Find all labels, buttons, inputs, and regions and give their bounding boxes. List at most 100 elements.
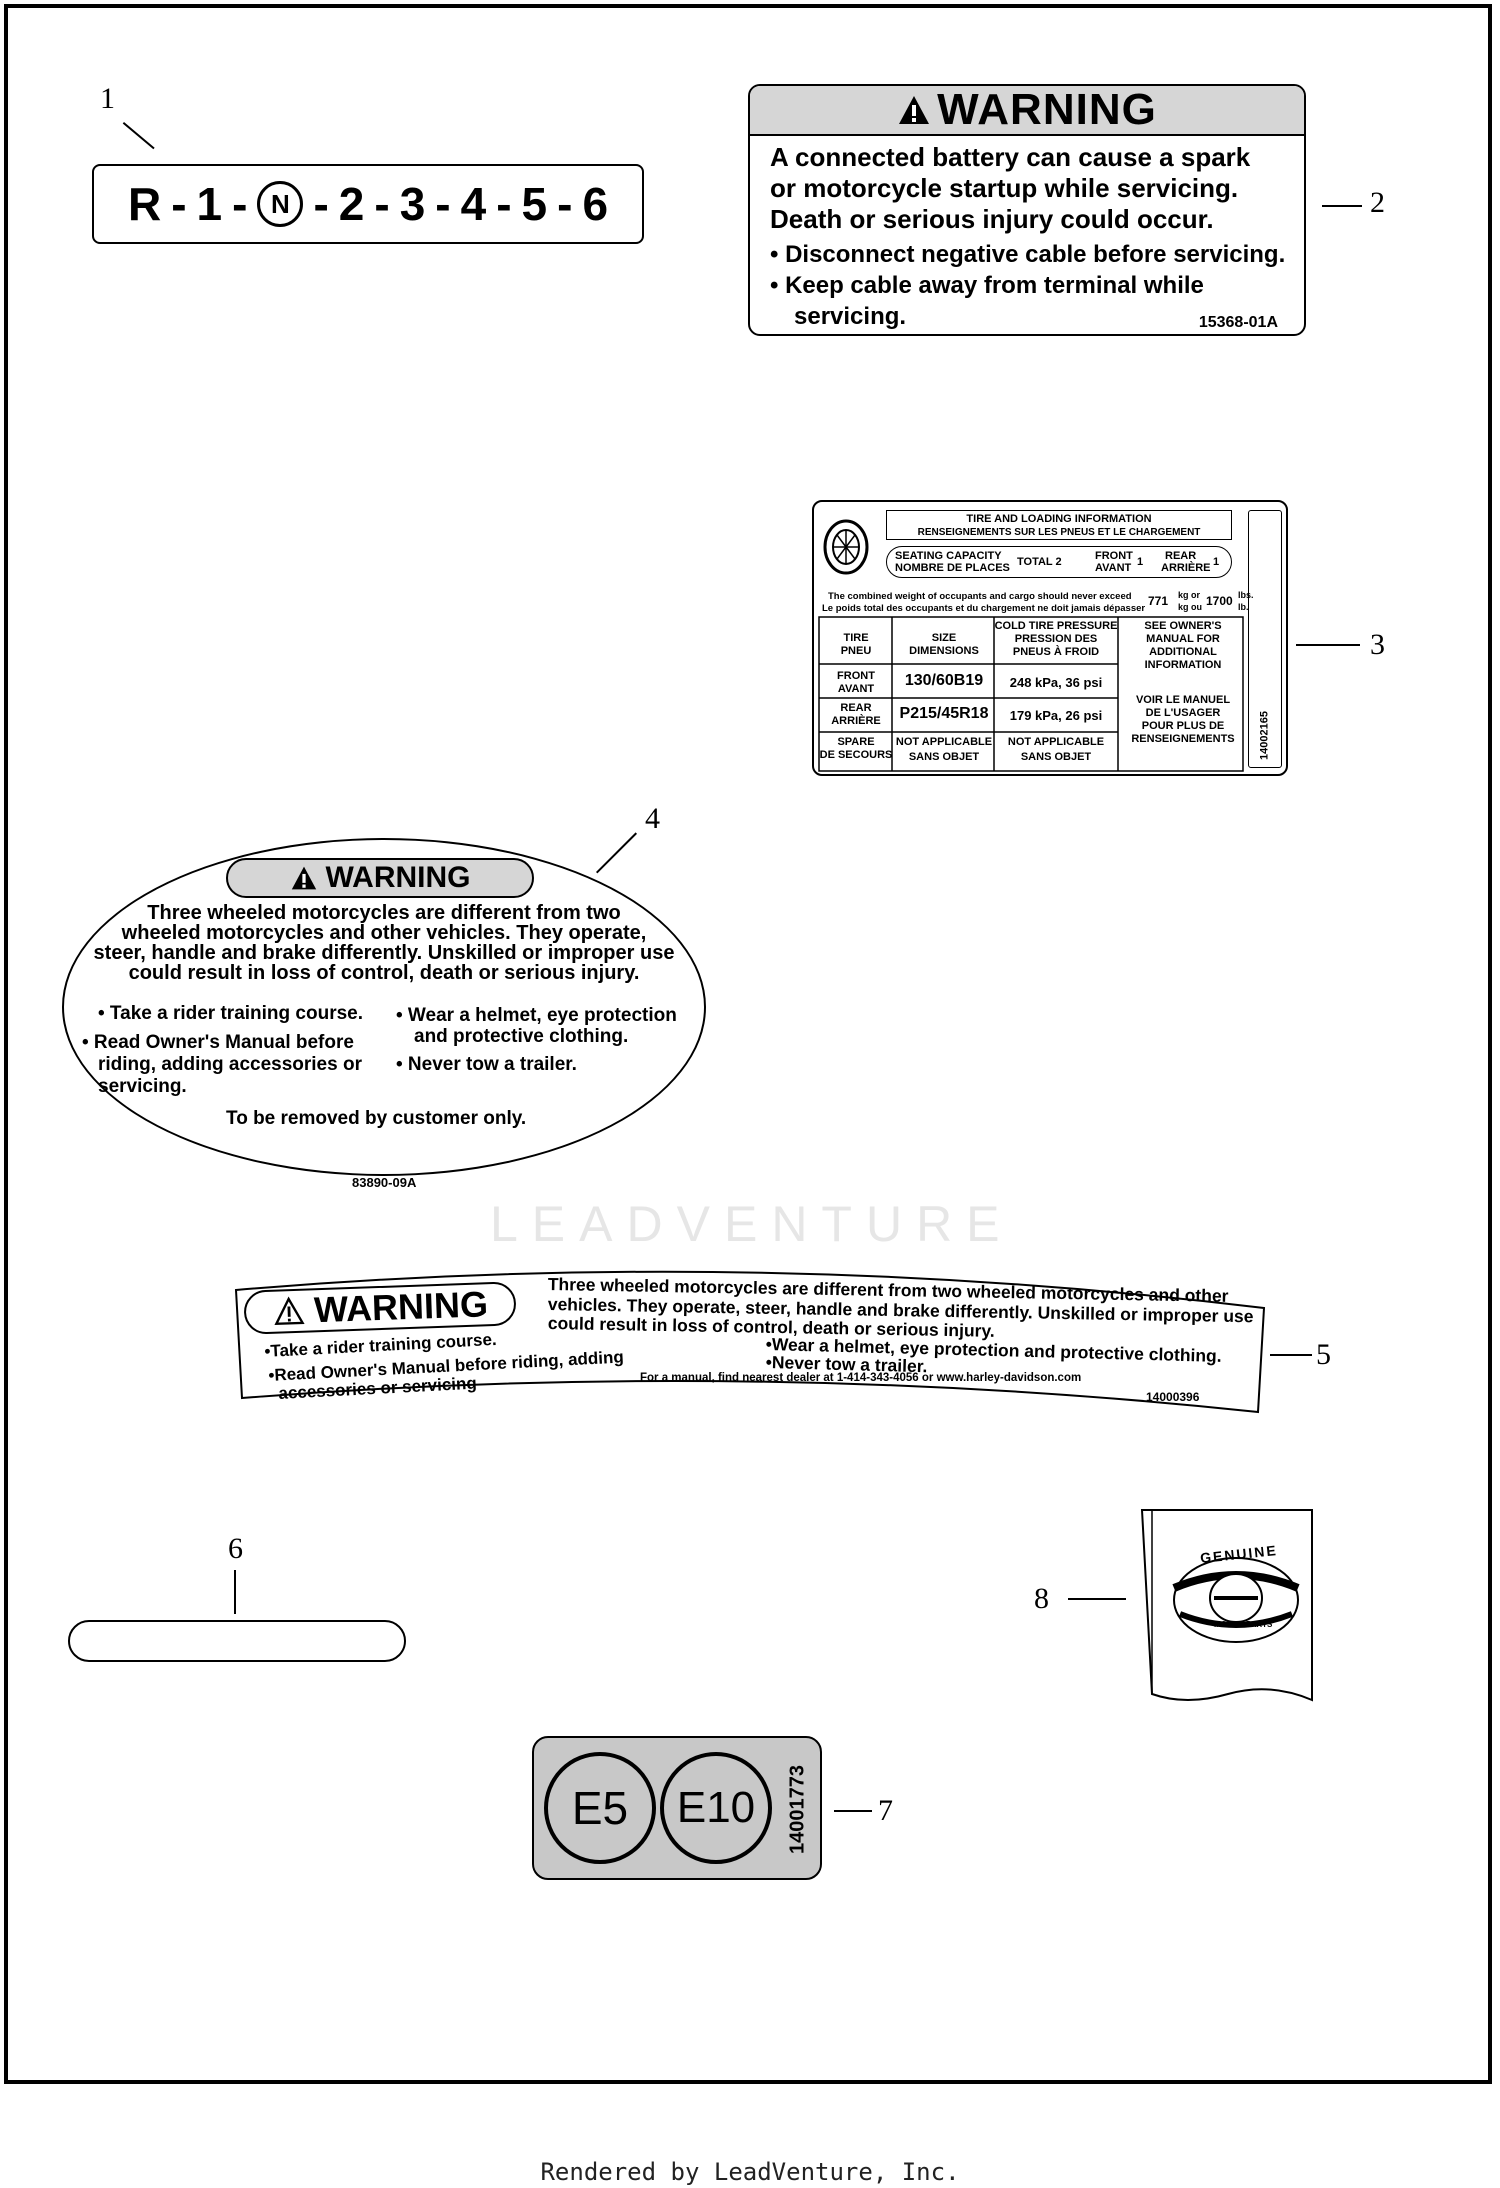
row-front: FRONT — [837, 670, 875, 682]
callout-6: 6 — [228, 1532, 243, 1565]
callout-3: 3 — [1370, 628, 1385, 661]
oval-bullet-left: servicing. — [98, 1076, 187, 1097]
leader-8 — [1068, 1598, 1126, 1600]
owner-fr-line: POUR PLUS DE — [1141, 720, 1225, 732]
col-tire: TIRE — [843, 632, 869, 644]
tire-table-grid — [818, 616, 1244, 772]
callout-4: 4 — [645, 802, 660, 835]
strip-warning-outline — [234, 1270, 1266, 1414]
part-number: 15368-01A — [1198, 314, 1278, 331]
part-number: 14002165 — [1258, 711, 1271, 760]
oval-warning-line: could result in loss of control, death o… — [128, 962, 640, 984]
gear-sep: - — [232, 178, 248, 230]
row-rear: REAR — [840, 702, 872, 714]
seating-en: SEATING CAPACITY — [895, 550, 1002, 562]
warning-heading: WARNING — [937, 85, 1157, 134]
e5-circle: E5 — [544, 1752, 656, 1864]
warning-bullet: • Keep cable away from terminal while — [770, 272, 1204, 299]
warning-triangle-icon — [274, 1296, 305, 1326]
warning-line: A connected battery can cause a spark — [770, 142, 1251, 172]
seating-rear-count: 1 — [1213, 556, 1220, 568]
fuel-compat-label: E5 E10 14001773 — [532, 1736, 822, 1880]
row-front-fr: AVANT — [837, 683, 875, 695]
col-size-fr: DIMENSIONS — [909, 645, 979, 657]
callout-5: 5 — [1316, 1338, 1331, 1371]
gear-char: 2 — [338, 178, 365, 230]
spare-pressure-na-fr: SANS OBJET — [1020, 751, 1092, 763]
spare-pressure-na: NOT APPLICABLE — [1007, 736, 1105, 748]
warning-heading: WARNING — [313, 1283, 489, 1331]
genuine-parts-package — [1140, 1509, 1313, 1702]
e10-circle: E10 — [660, 1752, 772, 1864]
gear-sep: - — [171, 178, 187, 230]
part-number: 14001773 — [786, 1765, 809, 1854]
weight-kg: 771 — [1148, 594, 1169, 608]
battery-warning-text: A connected battery can cause a spark or… — [750, 136, 1304, 332]
seating-front: FRONT — [1095, 550, 1133, 562]
oval-warning-line: steer, handle and brake differently. Uns… — [93, 942, 675, 964]
warning-banner: WARNING — [750, 86, 1304, 136]
col-pressure-fr1: PRESSION DES — [1014, 633, 1098, 645]
col-tire-fr: PNEU — [840, 645, 872, 657]
owner-fr-line: DE L'USAGER — [1145, 707, 1221, 719]
seating-fr: NOMBRE DE PLACES — [895, 562, 1010, 574]
seating-box: SEATING CAPACITY NOMBRE DE PLACES TOTAL … — [886, 546, 1232, 578]
row-spare: SPARE — [837, 736, 875, 748]
callout-2: 2 — [1370, 186, 1385, 219]
part-number: 83890-09A — [352, 1175, 417, 1190]
tire-title-fr: RENSEIGNEMENTS SUR LES PNEUS ET LE CHARG… — [917, 527, 1201, 538]
gear-sep: - — [557, 178, 573, 230]
gear-char: R — [127, 178, 162, 230]
owner-en-line: MANUAL FOR — [1146, 633, 1220, 645]
watermark: LEADVENTURE — [490, 1196, 1014, 1252]
blank-strip-label — [68, 1620, 406, 1662]
kg-ou: kg ou — [1178, 602, 1202, 612]
col-pressure-fr2: PNEUS À FROID — [1012, 646, 1100, 658]
seating-front-count: 1 — [1137, 556, 1144, 568]
neutral-circle-icon: N — [257, 181, 304, 227]
callout-8: 8 — [1034, 1582, 1049, 1615]
gear-sequence-label: R - 1 - N - 2 - 3 - 4 - 5 - 6 — [92, 164, 644, 244]
spare-size-na: NOT APPLICABLE — [895, 736, 993, 748]
seating-rear: REAR — [1165, 550, 1197, 562]
leader-7 — [834, 1810, 872, 1812]
gear-char: 4 — [460, 178, 487, 230]
owner-fr-line: RENSEIGNEMENTS — [1131, 733, 1235, 745]
owner-en-line: ADDITIONAL — [1149, 646, 1217, 658]
gear-sep: - — [435, 178, 451, 230]
oval-bullet-right: and protective clothing. — [414, 1026, 629, 1047]
warning-heading: WARNING — [325, 861, 471, 894]
diagram-frame — [4, 4, 1492, 2084]
warning-bullet: • Disconnect negative cable before servi… — [770, 241, 1286, 268]
e5-text: E5 — [571, 1782, 629, 1834]
lb: lb. — [1238, 602, 1249, 612]
rear-size: P215/45R18 — [899, 705, 989, 722]
wheel-icon — [823, 519, 869, 575]
weight-fr: Le poids total des occupants et du charg… — [822, 603, 1146, 614]
leader-6 — [234, 1570, 236, 1614]
oval-bullet-left: • Read Owner's Manual before — [82, 1032, 354, 1053]
row-spare-fr: DE SECOURS — [819, 749, 893, 761]
rear-pressure: 179 kPa, 26 psi — [1009, 708, 1103, 723]
warning-line: Death or serious injury could occur. — [770, 204, 1214, 234]
gear-char: 3 — [399, 178, 426, 230]
owner-en-line: SEE OWNER'S — [1144, 620, 1222, 632]
e10-text: E10 — [676, 1783, 756, 1832]
gear-char: 6 — [582, 178, 609, 230]
oval-warning-label — [62, 838, 706, 1176]
seating-front-fr: AVANT — [1095, 562, 1132, 574]
lbs: lbs. — [1238, 590, 1254, 600]
warning-banner: WARNING — [243, 1281, 517, 1335]
gear-char: 5 — [521, 178, 548, 230]
oval-bullet-right: • Wear a helmet, eye protection — [396, 1005, 677, 1026]
tire-loading-label: TIRE AND LOADING INFORMATION RENSEIGNEME… — [812, 500, 1288, 776]
gear-sep: - — [496, 178, 512, 230]
seating-total: TOTAL 2 — [1017, 556, 1062, 568]
oval-bullet-left: • Take a rider training course. — [98, 1003, 363, 1024]
warning-triangle-icon — [899, 96, 930, 124]
weight-lbs: 1700 — [1206, 594, 1233, 608]
battery-warning-label: WARNING A connected battery can cause a … — [748, 84, 1306, 336]
leader-2 — [1322, 205, 1362, 207]
owner-en-line: INFORMATION — [1144, 659, 1222, 671]
col-pressure: COLD TIRE PRESSURE — [994, 620, 1118, 632]
